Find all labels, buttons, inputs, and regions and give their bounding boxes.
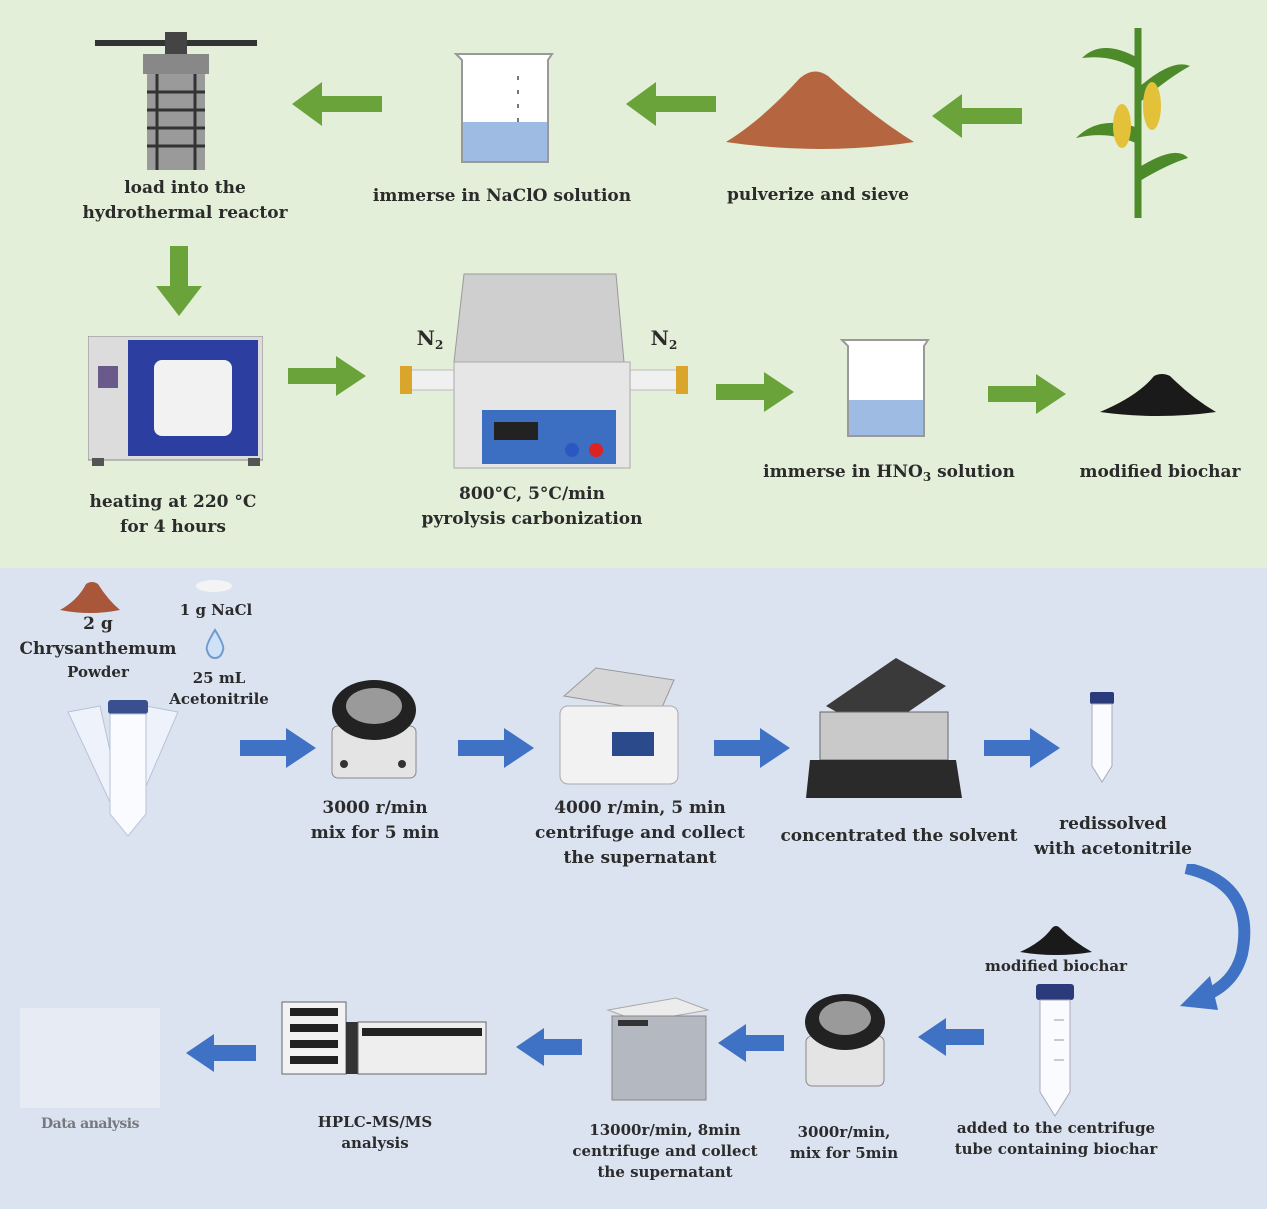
vortex-mixer-icon: [326, 674, 422, 780]
powder-label: 2 g Chrysanthemum Powder: [19, 614, 177, 681]
green-arrow-left-icon: [932, 94, 1022, 138]
blue-arrow-left-icon: [186, 1034, 256, 1072]
powder-pile-icon: [722, 64, 918, 154]
blue-arrow-right-icon: [984, 728, 1060, 768]
green-arrow-right-icon: [716, 372, 794, 412]
n2-label-right: N2: [650, 326, 678, 352]
biochar-small-label: modified biochar: [984, 957, 1128, 975]
centrifuge-icon: [556, 666, 682, 788]
vortex-mixer-icon: [800, 988, 890, 1088]
high-speed-centrifuge-icon: [606, 996, 710, 1104]
curved-arrow-icon: [1160, 864, 1260, 1016]
blue-arrow-right-icon: [714, 728, 790, 768]
nacl-label: 1 g NaCl: [179, 601, 253, 619]
green-arrow-right-icon: [988, 374, 1066, 414]
extraction-panel: 2 g Chrysanthemum Powder 1 g NaCl 25 mL …: [0, 568, 1267, 1209]
biochar-label: modified biochar: [1079, 462, 1241, 482]
blue-arrow-right-icon: [458, 728, 534, 768]
n2-label-left: N2: [416, 326, 444, 352]
beaker-icon: [452, 50, 556, 168]
test-tube-icon: [1088, 692, 1116, 784]
beaker-icon: [838, 336, 932, 442]
blue-arrow-right-icon: [240, 728, 316, 768]
powder-pile-icon: [58, 580, 122, 614]
biochar-pile-icon: [1018, 924, 1094, 956]
data-analysis-label: Data analysis: [41, 1116, 139, 1132]
tube-furnace-icon: [388, 270, 700, 472]
green-arrow-left-icon: [292, 82, 382, 126]
centrifuge-tubes-icon: [64, 700, 182, 840]
biochar-pile-icon: [1098, 372, 1218, 418]
data-analysis-image: [20, 1008, 160, 1108]
hplc-instrument-icon: [278, 1000, 488, 1076]
green-arrow-left-icon: [626, 82, 716, 126]
hno3-label: immerse in HNO3 solution: [763, 462, 1015, 484]
drying-oven-icon: [88, 336, 263, 466]
mix2-label: 3000r/min,mix for 5min: [789, 1123, 899, 1162]
salt-pile-icon: [194, 576, 234, 592]
green-arrow-down-icon: [156, 246, 202, 316]
pulverize-label: pulverize and sieve: [727, 185, 909, 205]
evaporator-icon: [806, 656, 962, 802]
blue-arrow-left-icon: [516, 1028, 582, 1066]
naclo-label: immerse in NaClO solution: [372, 186, 632, 206]
corn-plant-icon: [1072, 18, 1192, 223]
blue-arrow-left-icon: [918, 1018, 984, 1056]
hydrothermal-reactor-icon: [95, 32, 260, 177]
blue-arrow-left-icon: [718, 1024, 784, 1062]
acetonitrile-label: 25 mL Acetonitrile: [169, 669, 269, 708]
concentrate-label: concentrated the solvent: [780, 826, 1018, 846]
centrifuge-tube-icon: [1034, 984, 1076, 1118]
droplet-icon: [203, 628, 227, 660]
green-arrow-right-icon: [288, 356, 366, 396]
